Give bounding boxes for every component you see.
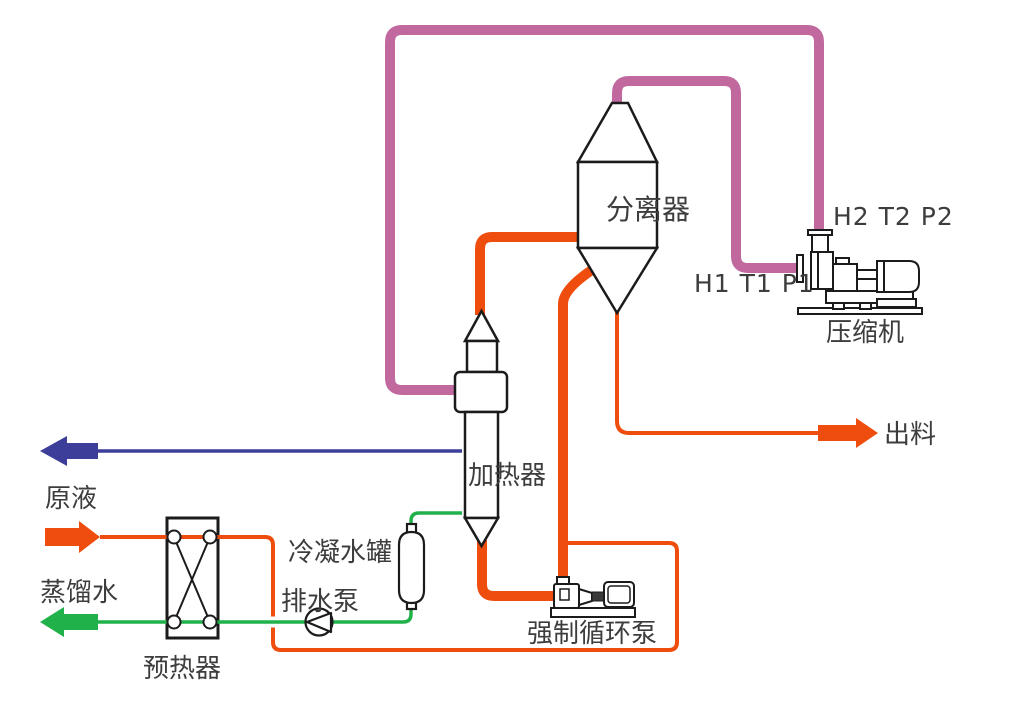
compressor-icon xyxy=(796,229,923,315)
tank-shell xyxy=(397,530,426,605)
pipe-separator-to-pump xyxy=(558,261,601,588)
pipe-feed-loop xyxy=(100,535,679,652)
circulation-pump-reducer xyxy=(578,587,593,607)
compressor-motor-foot xyxy=(876,298,917,308)
vapor-pipe-group xyxy=(385,25,824,395)
separator-top-cone xyxy=(575,101,660,164)
vent-arrow xyxy=(40,436,98,466)
compressor-outlet-label: H2 T2 P2 xyxy=(833,202,954,231)
compressor-bearing-block xyxy=(832,263,858,292)
condensate-pipe-group xyxy=(98,511,462,624)
discharge-arrow xyxy=(818,418,878,448)
distilled-water-arrow xyxy=(40,607,98,637)
circulation-pump-label: 强制循环泵 xyxy=(527,619,657,649)
heater-label: 加热器 xyxy=(468,461,546,491)
pipe-heater-to-separator xyxy=(475,232,580,315)
distilled-water-label: 蒸馏水 xyxy=(40,578,118,608)
preheater-label: 预热器 xyxy=(143,654,221,684)
feed-pipe-group xyxy=(100,300,820,652)
drain-pump-icon xyxy=(304,607,334,637)
pipe-separator-to-compressor xyxy=(612,76,801,273)
pipe-discharge xyxy=(615,300,820,435)
pipe-heater-to-tank xyxy=(409,511,462,535)
pipe-pump-to-heater xyxy=(477,540,560,601)
circulation-pump-icon xyxy=(550,576,636,618)
compressor-inlet-flange xyxy=(796,254,804,283)
preheater-port-top-right xyxy=(202,529,218,545)
pipe-tank-to-preheater xyxy=(98,600,413,624)
preheater-port-bottom-left xyxy=(166,614,182,630)
heater-top-cone xyxy=(462,308,501,343)
drain-pump-impeller xyxy=(305,611,333,634)
heater-flange-box xyxy=(453,370,509,414)
separator-bottom-cone xyxy=(575,246,660,316)
feed-label: 原液 xyxy=(45,484,97,514)
circulation-pump-casing-detail xyxy=(559,588,570,601)
preheater-port-top-left xyxy=(166,529,182,545)
circulation-pump-base xyxy=(550,607,636,618)
heater-bottom-cone xyxy=(462,516,501,549)
heater-vessel xyxy=(453,308,509,549)
separator-vessel xyxy=(575,101,660,316)
circulation-pump-motor-detail xyxy=(607,585,631,604)
preheater-diagonal-2 xyxy=(173,536,211,623)
compressor-motor xyxy=(876,260,920,293)
drain-pump-label: 排水泵 xyxy=(281,587,359,617)
heater-neck xyxy=(465,339,499,374)
compressor-shaft xyxy=(856,269,878,280)
circulation-pump-shaft xyxy=(591,591,605,602)
preheater-port-bottom-right xyxy=(202,614,218,630)
separator-shell xyxy=(576,160,659,250)
preheater-ports xyxy=(166,529,218,630)
compressor-inlet-label: H1 T1 P1 xyxy=(694,269,815,298)
discharge-label: 出料 xyxy=(884,420,936,450)
heater-shell xyxy=(463,410,500,520)
pipe-compressor-to-heater xyxy=(385,25,824,395)
condensate-tank-label: 冷凝水罐 xyxy=(288,538,392,568)
feed-arrow xyxy=(45,521,100,553)
condensate-tank-vessel xyxy=(397,522,426,611)
compressor-label: 压缩机 xyxy=(826,318,904,348)
separator-label: 分离器 xyxy=(606,193,690,226)
